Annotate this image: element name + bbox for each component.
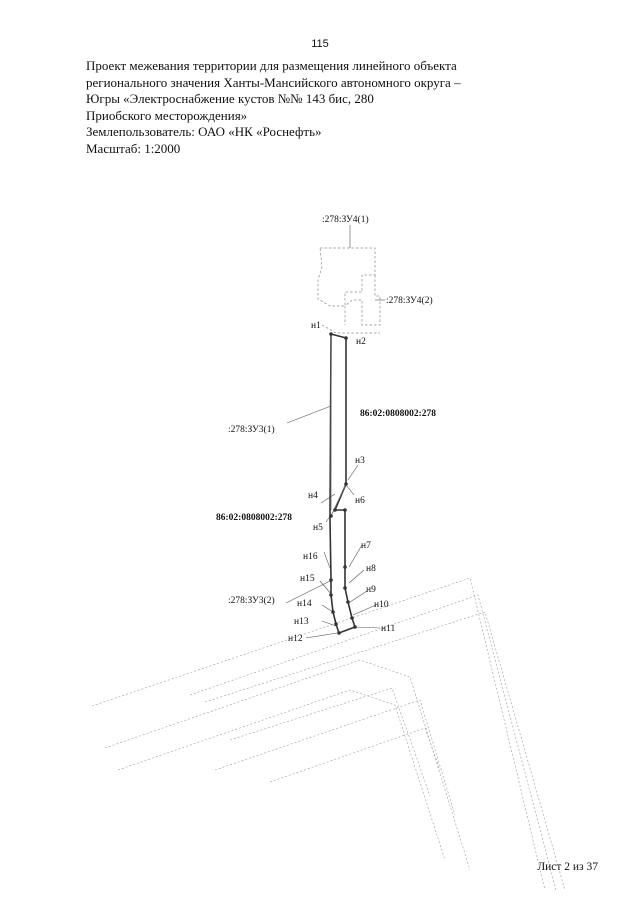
corridor-inner-line	[330, 334, 347, 517]
label-cadastral-left: 86:02:0808002:278	[216, 513, 292, 523]
point-label-n11: н11	[381, 624, 395, 634]
background-boundaries	[91, 577, 566, 891]
corridor-zu3	[329, 332, 357, 635]
plot-zu4-2	[321, 275, 381, 334]
label-zu3-2: :278:ЗУ3(2)	[228, 595, 275, 606]
point-label-n16: н16	[303, 552, 318, 562]
label-cadastral-right: 86:02:0808002:278	[360, 409, 436, 419]
document-header: Проект межевания территории для размещен…	[86, 58, 556, 157]
page-number: 115	[311, 38, 329, 50]
point-label-n15: н15	[300, 574, 315, 584]
point-label-n6: н6	[355, 496, 365, 506]
point-label-n3: н3	[355, 456, 365, 466]
label-zu3-1: :278:ЗУ3(1)	[228, 424, 275, 435]
point-label-n12: н12	[288, 634, 303, 644]
point-label-n10: н10	[374, 600, 389, 610]
label-zu4-1: :278:ЗУ4(1)	[322, 214, 369, 225]
point-label-n9: н9	[366, 585, 376, 595]
point-label-n14: н14	[297, 599, 312, 609]
point-label-n1: н1	[311, 321, 321, 331]
point-label-n4: н4	[308, 491, 318, 501]
header-line: Землепользователь: ОАО «НК «Роснефть»	[86, 124, 322, 139]
header-line: Приобского месторождения»	[86, 107, 248, 123]
point-label-n13: н13	[294, 617, 309, 627]
point-label-n7: н7	[361, 541, 371, 551]
header-line: Масштаб: 1:2000	[86, 140, 181, 156]
header-line: регионального значения Ханты-Мансийского…	[86, 74, 461, 90]
sheet-number: Лист 2 из 37	[537, 861, 598, 873]
point-label-n8: н8	[366, 564, 376, 574]
point-label-n2: н2	[356, 337, 366, 347]
header-line: Югры «Электроснабжение кустов №№ 143 бис…	[86, 91, 374, 106]
plot-zu4-1	[317, 247, 376, 325]
vertex-markers	[329, 332, 357, 635]
label-zu4-2: :278:ЗУ4(2)	[386, 295, 433, 306]
header-line: Проект межевания территории для размещен…	[86, 58, 457, 73]
point-label-n5: н5	[313, 523, 323, 533]
